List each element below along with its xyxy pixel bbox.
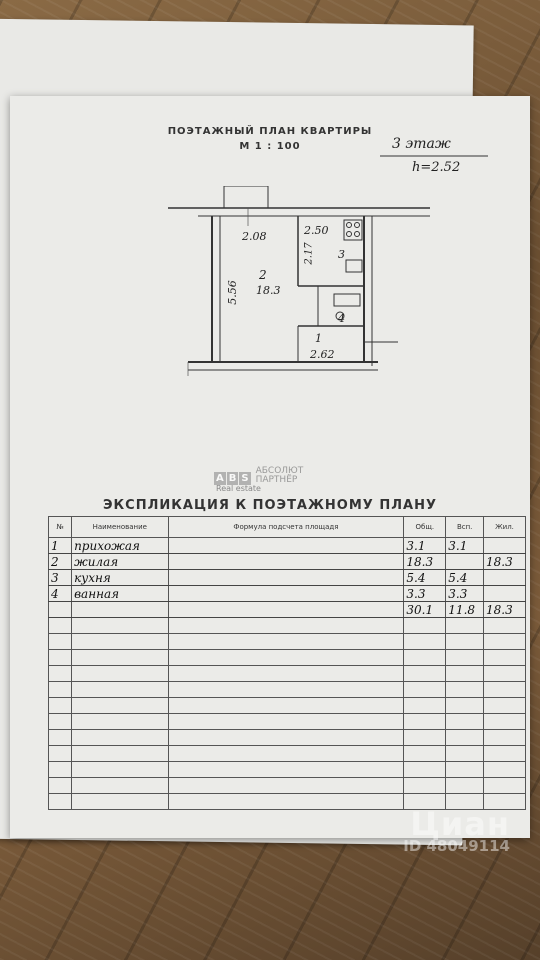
row-num: 4 — [47, 585, 73, 602]
room-4-label: 4 — [338, 312, 345, 325]
row-total: 3.3 — [403, 585, 447, 602]
plan-title: ПОЭТАЖНЫЙ ПЛАН КВАРТИРЫ — [167, 126, 373, 137]
logo-tagline: Real estate — [216, 484, 261, 493]
table-row: 4 ванная 3.3 3.3 — [47, 585, 526, 602]
explication-title: ЭКСПЛИКАЦИЯ К ПОЭТАЖНОМУ ПЛАНУ — [103, 498, 437, 513]
dim-bottom: 2.62 — [310, 348, 335, 361]
row-name: жилая — [71, 553, 169, 570]
row-living: 18.3 — [483, 553, 526, 570]
dim-left-side: 5.56 — [225, 280, 239, 305]
row-formula — [167, 585, 405, 602]
table-row: 3 кухня 5.4 5.4 — [47, 569, 526, 586]
room-3-label: 3 — [338, 248, 345, 261]
watermark-brand: Циан — [410, 805, 510, 843]
table-row-empty — [47, 761, 526, 778]
row-name: ванная — [71, 585, 169, 602]
header-living: Жил. — [483, 516, 526, 538]
room-2-label: 2 — [259, 268, 267, 282]
table-row-empty — [47, 777, 526, 794]
table-totals-row: 30.1 11.8 18.3 — [47, 601, 526, 618]
row-total: 5.4 — [403, 569, 447, 586]
totals-living: 18.3 — [483, 601, 526, 618]
floor-note-underline — [380, 155, 488, 157]
row-formula — [167, 537, 405, 554]
logo-letter-s: S — [239, 472, 251, 485]
dim-top-right: 2.50 — [304, 224, 329, 237]
logo-letter-b: B — [226, 472, 239, 485]
table-row-empty — [47, 729, 526, 746]
floor-note: 3 этаж — [392, 136, 451, 152]
row-name: кухня — [71, 569, 169, 586]
header-total: Общ. — [403, 516, 447, 538]
table-row-empty — [47, 697, 526, 714]
table-row-empty — [47, 713, 526, 730]
logo-line-2: ПАРТНЁР — [255, 474, 298, 485]
row-total: 3.1 — [403, 537, 447, 554]
table-row-empty — [47, 649, 526, 666]
table-row-empty — [47, 681, 526, 698]
header-aux: Всп. — [445, 516, 485, 538]
table-row-empty — [47, 793, 526, 810]
row-aux: 3.3 — [445, 585, 485, 602]
row-name: прихожая — [71, 537, 169, 554]
room-2-area: 18.3 — [256, 284, 281, 297]
row-num: 3 — [47, 569, 73, 586]
header-formula: Формула подсчета площадя — [167, 516, 405, 538]
row-living — [483, 585, 526, 602]
table-row-empty — [47, 617, 526, 634]
table-header-row: № Наименование Формула подсчета площадя … — [47, 516, 526, 538]
totals-aux: 11.8 — [445, 601, 485, 618]
floor-plan-drawing — [168, 186, 430, 376]
table-row-empty — [47, 665, 526, 682]
logo-letter-a: A — [214, 472, 226, 485]
table-row: 2 жилая 18.3 18.3 — [47, 553, 526, 570]
row-num: 1 — [47, 537, 73, 554]
explication-table: № Наименование Формула подсчета площадя … — [47, 516, 526, 810]
room-1-label: 1 — [315, 332, 322, 345]
row-living — [483, 537, 526, 554]
plan-scale: М 1 : 100 — [239, 141, 301, 152]
dim-top-left: 2.08 — [242, 230, 267, 243]
height-note: h=2.52 — [412, 160, 461, 175]
row-aux: 5.4 — [445, 569, 485, 586]
row-formula — [167, 553, 405, 570]
cian-watermark: Циан ID 48049114 — [403, 805, 510, 855]
header-name: Наименование — [71, 516, 169, 538]
table-row-empty — [47, 633, 526, 650]
table-row: 1 прихожая 3.1 3.1 — [47, 537, 526, 554]
row-num: 2 — [47, 553, 73, 570]
row-aux — [445, 553, 485, 570]
row-living — [483, 569, 526, 586]
watermark-id: ID 48049114 — [403, 837, 510, 855]
row-aux: 3.1 — [445, 537, 485, 554]
row-formula — [167, 569, 405, 586]
logo-line-1: АБСОЛЮТ — [255, 465, 304, 476]
header-num: № — [47, 516, 73, 538]
totals-total: 30.1 — [403, 601, 447, 618]
table-row-empty — [47, 745, 526, 762]
row-total: 18.3 — [403, 553, 447, 570]
dim-room3-side: 2.17 — [303, 242, 315, 265]
document-sheet: ПОЭТАЖНЫЙ ПЛАН КВАРТИРЫ М 1 : 100 3 этаж… — [10, 96, 530, 838]
